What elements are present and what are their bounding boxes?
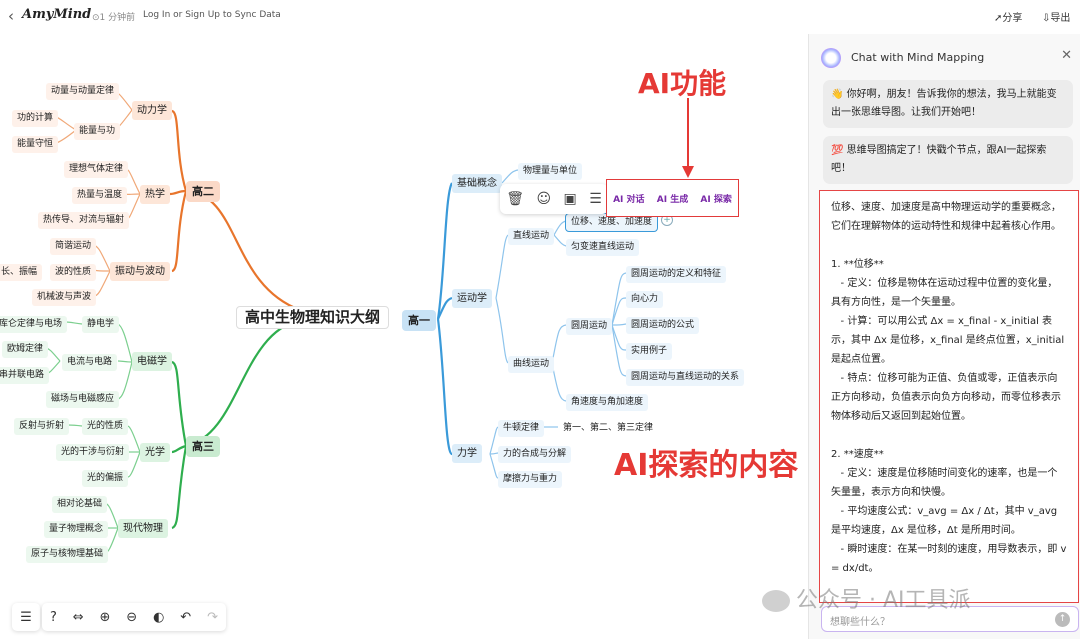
- node-relativity[interactable]: 相对论基础: [52, 496, 108, 513]
- node-quantum[interactable]: 量子物理概念: [44, 521, 109, 538]
- node-kinematics[interactable]: 运动学: [452, 289, 492, 308]
- mindmap-canvas[interactable]: 高中生物理知识大纲 高二 高三 高一 动力学 动量与动量定律 能量与功 功的计算…: [0, 34, 808, 639]
- chat-title: Chat with Mind Mapping: [851, 51, 985, 64]
- node-circ-formula[interactable]: 圆周运动的公式: [626, 317, 700, 334]
- zoom-out-icon[interactable]: ⊖: [126, 609, 138, 625]
- app-logo[interactable]: AmyMind: [22, 7, 92, 22]
- ai-chat-button[interactable]: AI 对话: [613, 194, 645, 205]
- export-icon: ⇩: [1042, 13, 1051, 24]
- node-uniform-accel[interactable]: 匀变速直线运动: [566, 239, 640, 256]
- node-momentum[interactable]: 动量与动量定律: [46, 83, 120, 100]
- node-heat[interactable]: 热学: [140, 185, 170, 204]
- node-curve[interactable]: 曲线运动: [508, 356, 555, 373]
- node-heat-transfer[interactable]: 热传导、对流与辐射: [38, 212, 130, 229]
- send-icon[interactable]: ↑: [1055, 612, 1070, 627]
- ai-orb-icon: [821, 48, 841, 68]
- node-wave-props[interactable]: 波的性质: [50, 264, 97, 281]
- branch-gao3[interactable]: 高三: [186, 436, 220, 457]
- image-icon[interactable]: ▣: [563, 191, 577, 207]
- chat-message-done: 💯 思维导图搞定了！快戳个节点，跟AI一起探索吧！: [823, 136, 1073, 184]
- bottom-toolbar: ? ⇔ ⊕ ⊖ ◐ ↶ ↷: [42, 603, 226, 631]
- node-examples[interactable]: 实用例子: [626, 343, 673, 360]
- node-energy-work[interactable]: 能量与功: [74, 123, 121, 140]
- node-work-calc[interactable]: 功的计算: [12, 110, 59, 127]
- node-wavelength[interactable]: 长、振幅: [0, 264, 43, 281]
- node-ohm[interactable]: 欧姆定律: [2, 341, 49, 358]
- node-centripetal[interactable]: 向心力: [626, 291, 664, 308]
- redo-icon[interactable]: ↷: [207, 609, 218, 625]
- node-basic[interactable]: 基础概念: [452, 174, 502, 193]
- node-coulomb[interactable]: 库仑定律与电场: [0, 316, 68, 333]
- top-bar: ‹ AmyMind ⊙1 分钟前 Log In or Sign Up to Sy…: [0, 0, 1080, 34]
- undo-icon[interactable]: ↶: [180, 609, 192, 625]
- node-units[interactable]: 物理量与单位: [518, 163, 583, 180]
- branch-gao1[interactable]: 高一: [402, 310, 436, 331]
- node-ideal-gas[interactable]: 理想气体定律: [64, 161, 129, 178]
- node-force-composition[interactable]: 力的合成与分解: [498, 446, 572, 463]
- node-dynamics[interactable]: 动力学: [132, 101, 172, 120]
- trash-icon[interactable]: 🗑: [506, 191, 524, 207]
- help-icon[interactable]: ?: [49, 609, 57, 625]
- node-modern[interactable]: 现代物理: [118, 519, 168, 538]
- wechat-icon: [762, 590, 790, 612]
- node-friction[interactable]: 摩擦力与重力: [498, 471, 563, 488]
- watermark: 公众号 · AI工具派: [762, 582, 971, 614]
- node-shm[interactable]: 简谐运动: [50, 238, 97, 255]
- node-heat-temp[interactable]: 热量与温度: [72, 187, 128, 204]
- annotation-arrow-icon: [682, 98, 694, 178]
- node-polarization[interactable]: 光的偏振: [82, 470, 129, 487]
- annotation-ai-explore: AI探索的内容: [614, 448, 799, 483]
- chat-input[interactable]: 想聊些什么？ ↑: [821, 606, 1079, 632]
- node-wave[interactable]: 振动与波动: [110, 262, 170, 281]
- root-node[interactable]: 高中生物理知识大纲: [236, 306, 390, 329]
- node-angular[interactable]: 角速度与角加速度: [566, 394, 649, 411]
- fit-screen-icon[interactable]: ⇔: [72, 609, 84, 625]
- share-button[interactable]: ➚分享: [994, 13, 1023, 24]
- node-light-props[interactable]: 光的性质: [82, 418, 129, 435]
- chat-answer: 位移、速度、加速度是高中物理运动学的重要概念，它们在理解物体的运动特性和规律中起…: [819, 190, 1079, 603]
- node-electrostatics[interactable]: 静电学: [82, 316, 120, 333]
- node-displacement-selected[interactable]: 位移、速度、加速度: [564, 213, 659, 232]
- node-em[interactable]: 电磁学: [132, 352, 172, 371]
- zoom-in-icon[interactable]: ⊕: [99, 609, 111, 625]
- outline-icon[interactable]: ☰: [12, 603, 40, 631]
- node-linear[interactable]: 直线运动: [508, 228, 555, 245]
- note-icon[interactable]: ☰: [589, 191, 602, 207]
- sync-status: ⊙1 分钟前: [92, 13, 136, 23]
- sign-in-link[interactable]: Log In or Sign Up to Sync Data: [143, 10, 281, 20]
- ai-menu: AI 对话 AI 生成 AI 探索: [606, 179, 739, 217]
- export-button[interactable]: ⇩导出: [1042, 13, 1071, 24]
- annotation-ai-function: AI功能: [638, 67, 727, 100]
- node-reflection[interactable]: 反射与折射: [14, 418, 70, 435]
- node-optics[interactable]: 光学: [140, 443, 170, 462]
- node-nuclear[interactable]: 原子与核物理基础: [26, 546, 109, 563]
- node-newton-laws[interactable]: 第一、第二、第三定律: [563, 423, 654, 433]
- emoji-icon[interactable]: ☺: [536, 191, 552, 207]
- node-circ-linear[interactable]: 圆周运动与直线运动的关系: [626, 369, 745, 386]
- close-icon[interactable]: ✕: [1061, 48, 1072, 63]
- chat-input-placeholder: 想聊些什么？: [830, 617, 890, 628]
- share-icon: ➚: [994, 13, 1003, 24]
- node-circ-def[interactable]: 圆周运动的定义和特征: [626, 266, 727, 283]
- node-toolbar: 🗑 ☺ ▣ ☰: [500, 184, 608, 214]
- node-magnetism[interactable]: 磁场与电磁感应: [46, 391, 120, 408]
- branch-gao2[interactable]: 高二: [186, 181, 220, 202]
- chat-message-greeting: 👋 你好啊，朋友！告诉我你的想法，我马上就能变出一张思维导图。让我们开始吧！: [823, 80, 1073, 128]
- back-icon[interactable]: ‹: [8, 7, 14, 25]
- node-newton[interactable]: 牛顿定律: [498, 420, 545, 437]
- node-circuit[interactable]: 电流与电路: [62, 354, 118, 371]
- node-force[interactable]: 力学: [452, 444, 482, 463]
- node-mech-wave[interactable]: 机械波与声波: [32, 289, 97, 306]
- node-interference[interactable]: 光的干涉与衍射: [56, 444, 130, 461]
- node-series-parallel[interactable]: 串并联电路: [0, 367, 50, 384]
- ai-explore-button[interactable]: AI 探索: [700, 194, 732, 205]
- node-energy-conservation[interactable]: 能量守恒: [12, 136, 59, 153]
- theme-icon[interactable]: ◐: [153, 609, 165, 625]
- ai-generate-button[interactable]: AI 生成: [656, 194, 689, 205]
- node-circular[interactable]: 圆周运动: [566, 318, 613, 335]
- chat-panel: Chat with Mind Mapping ✕ 👋 你好啊，朋友！告诉我你的想…: [808, 34, 1080, 639]
